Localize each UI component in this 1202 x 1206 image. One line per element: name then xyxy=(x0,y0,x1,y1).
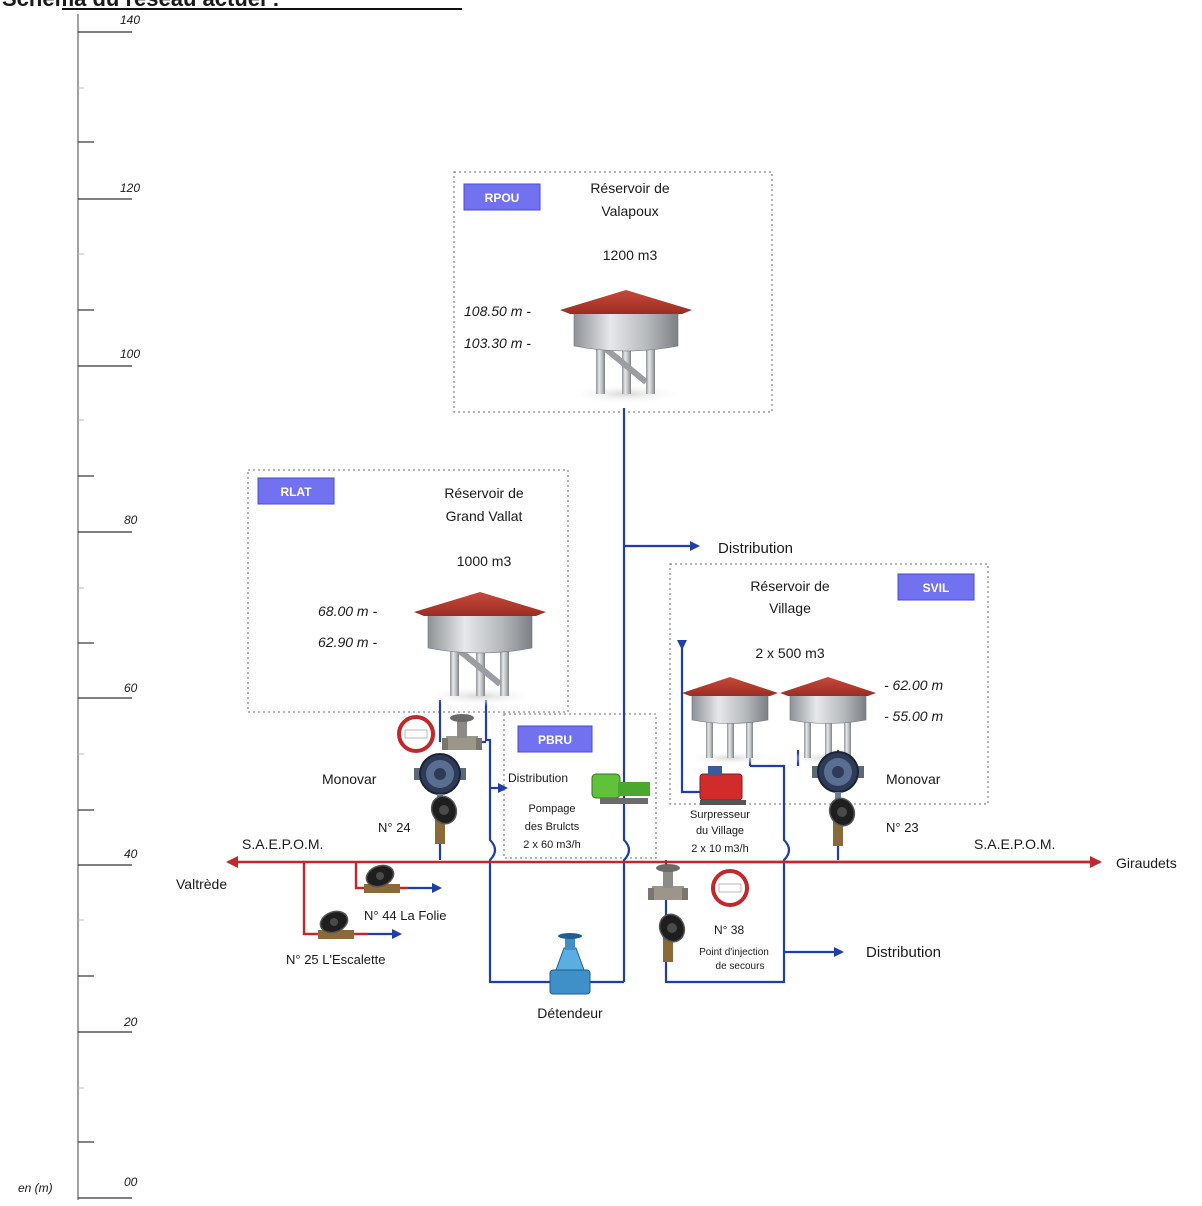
rpou-water-tower xyxy=(560,290,692,404)
svil-box xyxy=(669,563,989,805)
elevation-scale: 140 120 100 80 60 40 20 00 en (m) xyxy=(18,13,140,1200)
pbru-code: PBRU xyxy=(538,733,572,747)
distribution-top-label: Distribution xyxy=(718,540,793,557)
rlat-code-tag xyxy=(257,477,335,505)
svil-water-tower-1 xyxy=(681,676,779,766)
meter-38-icon xyxy=(654,909,690,963)
scale-tick-label: 60 xyxy=(124,681,138,695)
rpou-name-line1: Réservoir de xyxy=(590,180,670,196)
rlat-name-line2: Grand Vallat xyxy=(446,508,523,524)
rpou-name-line2: Valapoux xyxy=(601,203,658,219)
gate-valve-icon xyxy=(442,714,482,750)
scale-tick-label: 100 xyxy=(120,347,140,361)
svil-code-tag xyxy=(897,573,975,601)
meter-44-label: N° 44 La Folie xyxy=(364,908,447,923)
svil-name-line1: Réservoir de xyxy=(750,578,830,594)
giraudets-label: Giraudets xyxy=(1116,855,1177,871)
rpou-box xyxy=(453,171,773,413)
meter-25-icon xyxy=(316,907,355,940)
scale-tick-label: 20 xyxy=(123,1015,138,1029)
closed-valve-sign-icon xyxy=(711,869,749,907)
meter-24-icon xyxy=(426,791,462,845)
rpou-code: RPOU xyxy=(485,191,520,205)
saepom-right-label: S.A.E.P.O.M. xyxy=(974,836,1055,852)
detendeur-label: Détendeur xyxy=(537,1005,603,1021)
injection-line1: Point d'injection xyxy=(699,947,769,958)
scale-unit-label: en (m) xyxy=(18,1181,53,1195)
injection-valve-icon xyxy=(648,864,688,900)
svil-water-tower-2 xyxy=(779,676,877,766)
pbru-line3: 2 x 60 m3/h xyxy=(523,839,580,851)
saepom-left-label: S.A.E.P.O.M. xyxy=(242,836,323,852)
svil-level-high: - 62.00 m xyxy=(884,677,943,693)
rpou-volume: 1200 m3 xyxy=(603,247,658,263)
rpou-code-tag xyxy=(463,183,541,211)
meter-25-label: N° 25 L'Escalette xyxy=(286,952,385,967)
booster-pump-icon xyxy=(699,766,746,805)
scale-tick-label: 120 xyxy=(120,181,140,195)
rlat-level-low: 62.90 m - xyxy=(318,634,377,650)
pbru-distribution-label: Distribution xyxy=(508,771,568,785)
meter-24-label: N° 24 xyxy=(378,820,411,835)
svil-code: SVIL xyxy=(923,581,950,595)
surpresseur-line3: 2 x 10 m3/h xyxy=(691,843,748,855)
rlat-code: RLAT xyxy=(280,485,312,499)
meter-23-label: N° 23 xyxy=(886,820,919,835)
valtrede-label: Valtrède xyxy=(176,876,227,892)
rpou-level-high: 108.50 m - xyxy=(464,303,531,319)
svil-level-low: - 55.00 m xyxy=(884,708,943,724)
rlat-volume: 1000 m3 xyxy=(457,553,512,569)
pump-icon xyxy=(591,773,650,804)
closed-valve-sign-icon xyxy=(397,715,435,753)
rlat-box xyxy=(247,469,569,713)
pressure-reducer-icon xyxy=(549,933,591,995)
surpresseur-line2: du Village xyxy=(696,825,744,837)
page-title: Schéma du réseau actuel : xyxy=(2,0,280,11)
rlat-name-line1: Réservoir de xyxy=(444,485,524,501)
meter-38-label: N° 38 xyxy=(714,923,744,937)
svil-volume: 2 x 500 m3 xyxy=(755,645,824,661)
pbru-line2: des Brulcts xyxy=(525,821,580,833)
scale-tick-label: 80 xyxy=(124,513,138,527)
meter-44-icon xyxy=(362,861,401,894)
scale-tick-label: 00 xyxy=(124,1175,138,1189)
meter-23-icon xyxy=(824,793,860,847)
svil-name-line2: Village xyxy=(769,600,811,616)
distribution-bottom-label: Distribution xyxy=(866,944,941,961)
scale-tick-label: 40 xyxy=(124,847,138,861)
rlat-level-high: 68.00 m - xyxy=(318,603,377,619)
injection-line2: de secours xyxy=(716,961,765,972)
rpou-level-low: 103.30 m - xyxy=(464,335,531,351)
pbru-code-tag xyxy=(517,725,593,753)
scale-tick-label: 140 xyxy=(120,13,140,27)
monovar-left-label: Monovar xyxy=(322,771,377,787)
monovar-right-label: Monovar xyxy=(886,771,941,787)
pbru-line1: Pompage xyxy=(528,803,575,815)
rlat-water-tower xyxy=(414,592,546,706)
surpresseur-line1: Surpresseur xyxy=(690,809,750,821)
